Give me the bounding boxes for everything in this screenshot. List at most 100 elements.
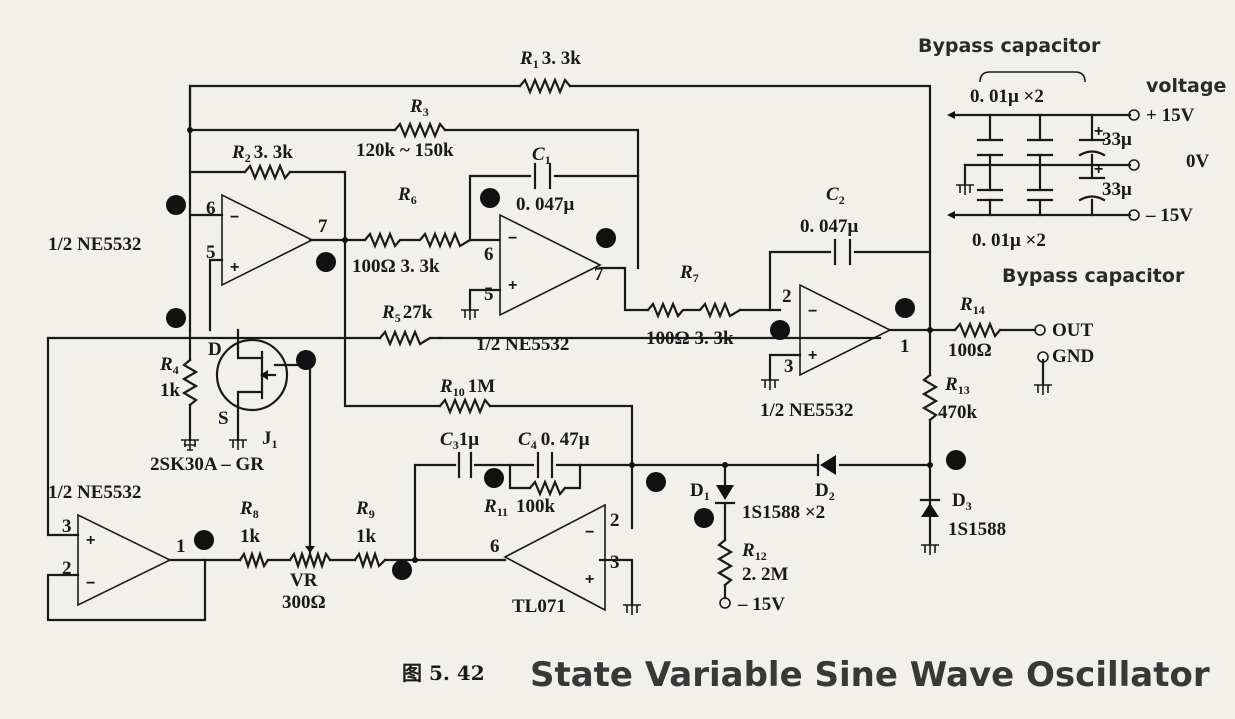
c2-value: 0. 047μ (800, 216, 859, 237)
r4-sub: 4 (173, 363, 179, 377)
r8-value: 1k (240, 526, 261, 547)
svg-text:−: − (808, 303, 817, 320)
c2-name: C (826, 184, 839, 205)
r5-value: 27k (403, 302, 433, 323)
ground-icon (623, 604, 641, 615)
c4-value: 0. 47μ (541, 429, 590, 450)
opamp-u1-label: 1/2 NE5532 (48, 234, 141, 255)
test-point (480, 188, 500, 208)
test-point (166, 195, 186, 215)
d2-diode (816, 453, 836, 477)
r12-sub: 12 (755, 549, 767, 563)
c4-capacitor (536, 451, 554, 479)
d1-value: 1S1588 ×2 (742, 502, 825, 523)
out-terminal[interactable] (1034, 324, 1046, 336)
svg-text:R13: R13 (944, 374, 970, 397)
c1-name: C (532, 144, 545, 165)
svg-text:D3: D3 (952, 490, 972, 513)
r2-zigzag (243, 163, 292, 181)
r10-name: R (439, 376, 453, 397)
c3-value: 1μ (459, 429, 480, 450)
bypass-cap-4 (1026, 188, 1054, 202)
svg-text:J1: J1 (262, 428, 278, 451)
junction-dot (187, 127, 193, 133)
r2-name: R (231, 142, 245, 163)
opamp-u5-pin-out: 6 (490, 536, 500, 557)
r13-zigzag (921, 373, 939, 422)
j1-source-label: S (218, 408, 229, 429)
svg-text:D2: D2 (815, 480, 835, 503)
r7-zigzag (646, 301, 742, 319)
ground-icon (921, 544, 939, 555)
capacitors: + + (457, 123, 1106, 479)
test-point (296, 350, 316, 370)
gnd-terminal[interactable] (1037, 351, 1049, 363)
r1-name: R (519, 48, 533, 69)
opamp-u2-body (499, 213, 602, 317)
opamp-u2: − + (499, 213, 602, 317)
svg-text:R8: R8 (239, 498, 259, 521)
svg-text:R23. 3k: R23. 3k (231, 142, 293, 165)
opamp-u4-pin-non: 3 (62, 516, 72, 537)
bypass-cap-top-value: 0. 01μ ×2 (970, 86, 1044, 107)
r11-name: R (483, 496, 497, 517)
opamp-u3-pin-non: 3 (784, 356, 794, 377)
wires (46, 84, 1132, 622)
c4-sub: 4 (531, 438, 537, 452)
opamp-u5-pin-inv: 2 (610, 510, 620, 531)
zero-terminal[interactable] (1128, 159, 1140, 171)
test-point (194, 530, 214, 550)
svg-text:R3: R3 (409, 96, 429, 119)
r14-name: R (959, 294, 973, 315)
test-point (392, 560, 412, 580)
r12-value: 2. 2M (742, 564, 789, 585)
c1-value: 0. 047μ (516, 194, 575, 215)
r9-zigzag (353, 550, 387, 570)
opamp-u1: − + (221, 193, 314, 287)
d1-diode (714, 485, 736, 505)
svg-text:R7: R7 (679, 262, 699, 285)
r5-name: R (381, 302, 395, 323)
r8-name: R (239, 498, 253, 519)
svg-text:C2: C2 (826, 184, 845, 207)
svg-text:C1: C1 (532, 144, 551, 167)
opamp-u3-body (799, 283, 892, 377)
r7-name: R (679, 262, 693, 283)
test-point (646, 472, 666, 492)
r13-value: 470k (938, 402, 978, 423)
svg-text:R9: R9 (355, 498, 375, 521)
minus15-supply-terminal[interactable] (719, 597, 731, 609)
d1-sub: 1 (704, 489, 710, 503)
figure-number: 图 5. 42 (402, 661, 485, 685)
c1-sub: 1 (545, 153, 551, 167)
plus15-terminal[interactable] (1128, 109, 1140, 121)
r13-sub: 13 (958, 383, 970, 397)
bypass-top-annotation: Bypass capacitor (918, 35, 1101, 57)
opamp-u3-pin-out: 1 (900, 336, 910, 357)
svg-text:+: + (508, 277, 517, 294)
elec-cap-bottom-value: 33μ (1102, 179, 1132, 200)
d3-diode (919, 498, 941, 517)
svg-text:+: + (585, 571, 594, 588)
gnd-label: GND (1052, 346, 1094, 367)
opamp-u4: + − (77, 513, 172, 607)
junction-dot (927, 327, 933, 333)
r12-supply: – 15V (737, 594, 785, 615)
test-point (895, 298, 915, 318)
ground-icon (956, 184, 974, 195)
opamp-u5: − + (503, 503, 606, 612)
svg-text:R13. 3k: R13. 3k (519, 48, 581, 71)
junction-dot (927, 462, 933, 468)
opamp-u5-label: TL071 (512, 596, 566, 617)
c2-capacitor (833, 238, 852, 266)
minus15-terminal[interactable] (1128, 209, 1140, 221)
jfet-j1 (215, 338, 289, 412)
r3-name: R (409, 96, 423, 117)
opamp-u3-label: 1/2 NE5532 (760, 400, 853, 421)
r2-sub: 2 (245, 151, 251, 165)
ground-icon (229, 439, 247, 450)
svg-text:R6: R6 (397, 184, 417, 207)
opamp-u2-label: 1/2 NE5532 (476, 334, 569, 355)
